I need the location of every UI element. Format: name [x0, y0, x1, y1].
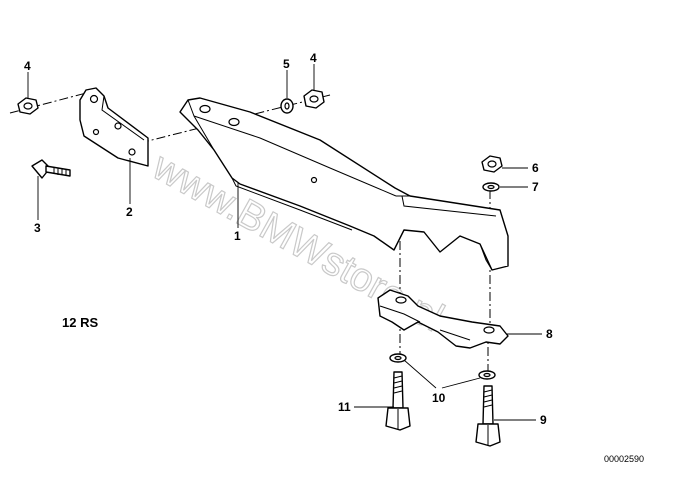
part-4-nut-right [303, 89, 325, 109]
callout-11: 11 [338, 400, 351, 414]
part-8-clamp [377, 289, 509, 349]
part-2-mounting-plate [79, 87, 149, 167]
part-3-bolt [31, 159, 71, 179]
model-label: 12 RS [62, 315, 98, 330]
callout-4-right: 4 [310, 51, 317, 65]
part-11-bolt [385, 371, 411, 431]
callout-4-left: 4 [24, 59, 31, 73]
part-4-nut-left [17, 97, 39, 115]
diagram-code: 00002590 [604, 454, 644, 464]
callouts: 4 5 4 6 7 3 2 1 8 10 11 9 [24, 51, 553, 427]
callout-5: 5 [283, 57, 290, 71]
part-9-bolt [475, 385, 501, 447]
callout-7: 7 [532, 180, 539, 194]
part-7-washer [482, 182, 500, 192]
callout-10: 10 [432, 391, 446, 405]
part-10-washers [389, 353, 496, 380]
callout-6: 6 [532, 161, 539, 175]
callout-8: 8 [546, 327, 553, 341]
callout-1: 1 [234, 229, 241, 243]
part-1-main-bracket [179, 97, 509, 271]
callout-9: 9 [540, 413, 547, 427]
part-6-nut [481, 155, 503, 173]
leader-lines [27, 64, 542, 421]
callout-2: 2 [126, 205, 133, 219]
part-5-washer [280, 98, 294, 114]
callout-3: 3 [34, 221, 41, 235]
